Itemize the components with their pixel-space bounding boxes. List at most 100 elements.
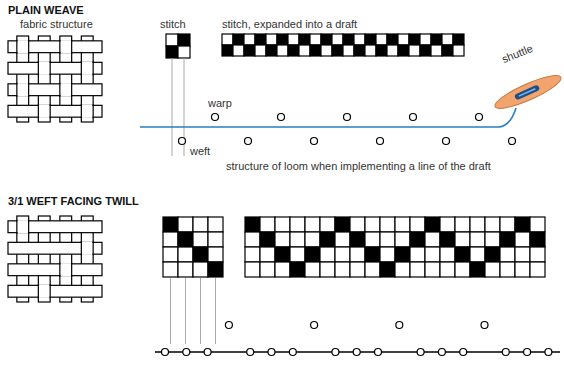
warp-end [332,349,339,356]
warp-over [18,83,28,96]
draft-cell [320,247,335,262]
draft-cell [260,262,275,277]
warp-end [225,322,232,329]
draft-cell [420,34,431,45]
draft-cell [266,34,277,45]
draft-cell [335,247,350,262]
weft-strip [8,62,102,74]
draft-cell [335,232,350,247]
draft-cell [410,217,425,232]
warp-end [476,114,483,121]
draft-cell [245,262,260,277]
draft-cell [455,247,470,262]
draft-cell [335,217,350,232]
draft-cell [500,247,515,262]
draft-cell [470,232,485,247]
draft-cell [299,45,310,56]
warp-edge [71,40,72,54]
draft-cell [453,45,464,56]
leader-line [215,278,216,344]
draft-cell [350,232,365,247]
leader-line [172,58,173,156]
draft-cell [515,232,530,247]
draft-cell [178,217,193,232]
warp-edge [93,61,94,75]
draft-cell [530,262,545,277]
warp-edge [50,284,51,298]
warp-edge [81,104,82,118]
draft-cell [277,34,288,45]
weft-strip [8,285,102,297]
warp-over [61,83,71,96]
warp-over [18,220,28,233]
warp-edge [28,83,29,97]
draft-cell [425,232,440,247]
weft-strip [8,264,102,276]
draft-cell [409,34,420,45]
draft-cell [500,217,515,232]
draft-cell [193,217,208,232]
draft-cell [410,232,425,247]
draft-cell [365,247,380,262]
draft-cell [208,232,223,247]
warp-edge [38,104,39,118]
draft-cell [275,232,290,247]
warp-over [39,285,49,298]
warp-over [18,40,28,53]
draft-cell [260,232,275,247]
draft-cell [350,247,365,262]
draft-cell [178,34,190,46]
weft-strip [8,221,102,233]
draft-cell [425,217,440,232]
weft-label: weft [190,145,210,158]
draft-cell [442,45,453,56]
draft-cell [515,217,530,232]
warp-end [353,349,360,356]
draft-cell [395,262,410,277]
draft-cell [455,232,470,247]
draft-cell [485,247,500,262]
shuttle-symbol [492,70,564,114]
shuttle-bobbin [514,84,540,100]
leader-line [185,278,186,344]
draft-cell [395,232,410,247]
warp-edge [59,40,60,54]
draft-cell [321,34,332,45]
warp-label: warp [208,97,232,110]
draft-cell [299,34,310,45]
section-title: 3/1 WEFT FACING TWILL [8,195,139,208]
draft-cell [244,45,255,56]
draft-cell [320,217,335,232]
shuttle-thread [519,89,535,96]
draft-cell [222,34,233,45]
leader-line [200,278,201,344]
stitch-label: stitch [160,18,186,31]
draft-cell [208,262,223,277]
draft-cell [354,34,365,45]
draft-cell [208,247,223,262]
warp-end [268,349,275,356]
draft-cell [288,34,299,45]
draft-cell [260,217,275,232]
draft-cell [376,34,387,45]
warp-end [179,138,186,145]
warp-end [410,114,417,121]
draft-cell [365,45,376,56]
warp-end [509,138,516,145]
draft-cell [440,262,455,277]
draft-cell [193,262,208,277]
warp-over [82,242,92,255]
draft-cell [440,247,455,262]
warp-end [375,349,382,356]
warp-end [311,322,318,329]
draft-cell [500,262,515,277]
stitch-grid [166,34,190,58]
warp-end [183,349,190,356]
warp-end [438,349,445,356]
draft-cell [530,217,545,232]
draft-cell [305,232,320,247]
draft-cell [321,45,332,56]
draft-cell [335,262,350,277]
warp-end [460,349,467,356]
draft-cell [163,232,178,247]
